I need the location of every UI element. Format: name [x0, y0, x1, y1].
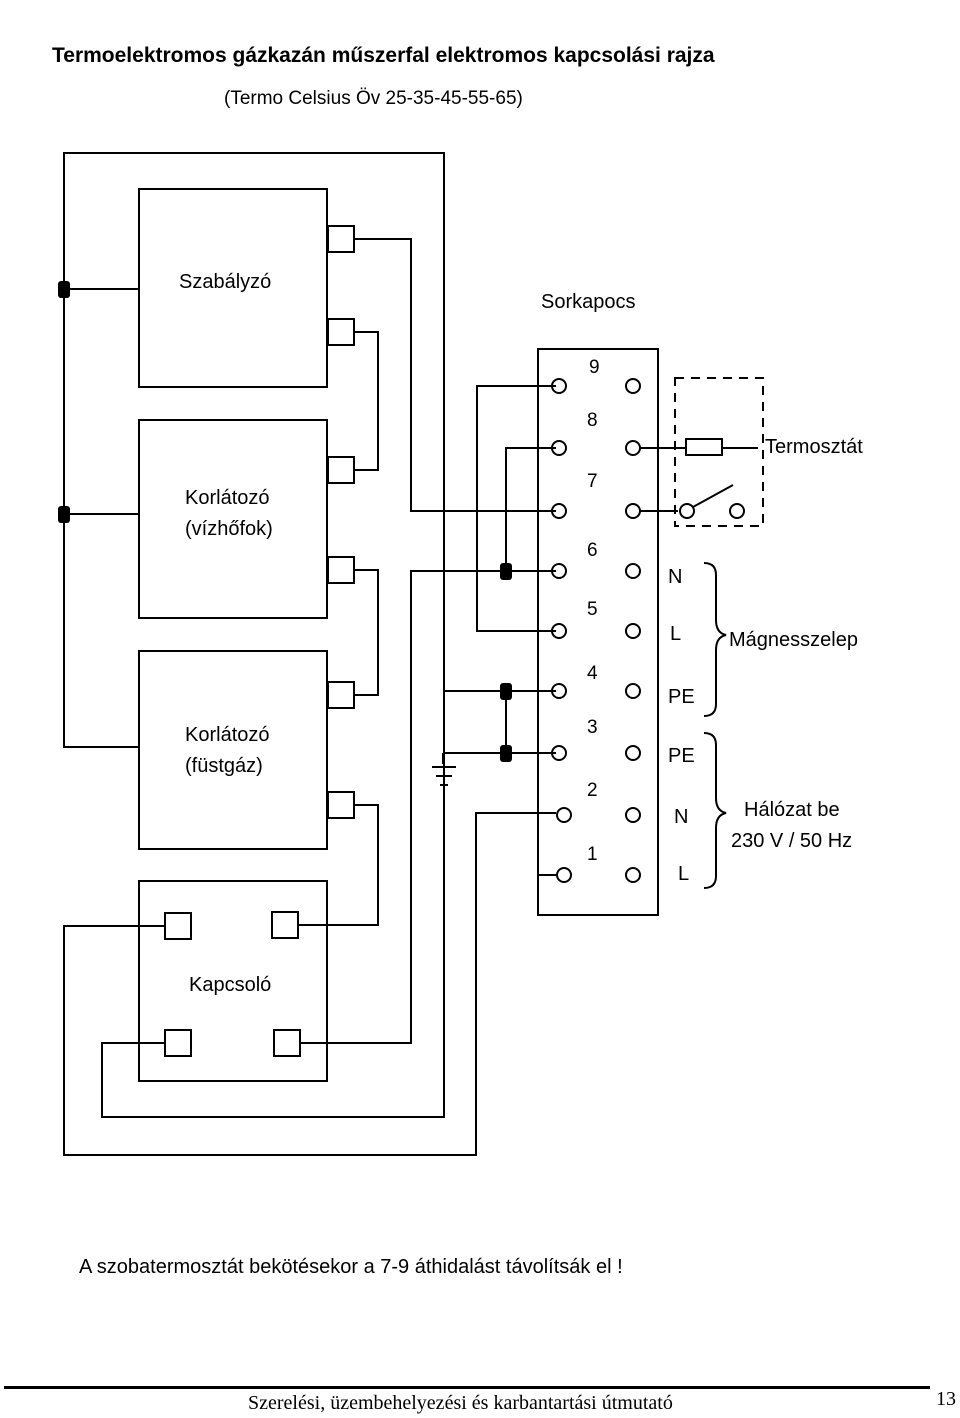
magnesszelep-brace [703, 562, 727, 717]
fustgaz-connector-1 [327, 681, 355, 709]
wiring-diagram: Termoelektromos gázkazán műszerfal elekt… [52, 44, 863, 1278]
terminal-number-7: 7 [587, 471, 598, 492]
szabalyzo-label: Szabályzó [179, 271, 271, 293]
halozat-brace [703, 732, 727, 889]
terminal-number-9: 9 [589, 357, 600, 378]
diagram-title: Termoelektromos gázkazán műszerfal elekt… [52, 44, 715, 67]
korlatozo-fustgaz-label-1: Korlátozó [185, 724, 270, 746]
szabalyzo-connector-2 [327, 318, 355, 346]
halozat-letter-n: N [674, 806, 688, 828]
kapcsolo-connector-tl [164, 912, 192, 940]
korlatozo-fustgaz-label-2: (füstgáz) [185, 755, 263, 777]
sorkapocs-label: Sorkapocs [541, 291, 636, 313]
halozat-letter-pe: PE [668, 745, 695, 767]
terminal-number-6: 6 [587, 540, 598, 561]
kapcsolo-connector-br [273, 1029, 301, 1057]
korlatozo-fustgaz-box [138, 650, 328, 850]
wires [63, 152, 758, 1156]
kapcsolo-connector-bl [164, 1029, 192, 1057]
footer-text: Szerelési, üzembehelyezési és karbantart… [248, 1392, 673, 1414]
magnes-letter-l: L [670, 623, 681, 645]
junction-dots [58, 281, 512, 762]
kapcsolo-label: Kapcsoló [189, 974, 271, 996]
switch-lever [692, 484, 734, 508]
terminal-circles [551, 378, 641, 883]
page-footer: Szerelési, üzembehelyezési és karbantart… [0, 1384, 960, 1418]
magnesszelep-label: Mágnesszelep [729, 629, 858, 651]
korlatozo-vizhofok-box [138, 419, 328, 619]
magnes-letter-pe: PE [668, 686, 695, 708]
terminal-numbers: 9 8 7 6 5 4 3 2 1 [587, 357, 600, 865]
switch-contact-left [679, 503, 695, 519]
terminal-number-2: 2 [587, 780, 598, 801]
switch-contact-right [729, 503, 745, 519]
szabalyzo-connector-1 [327, 225, 355, 253]
terminal-number-3: 3 [587, 717, 598, 738]
halozat-label-1: Hálózat be [744, 799, 840, 821]
termosztat-resistor [685, 438, 723, 456]
diagram-subtitle: (Termo Celsius Öv 25-35-45-55-65) [224, 88, 523, 109]
kapcsolo-box [138, 880, 328, 1082]
terminal-number-8: 8 [587, 410, 598, 431]
bridge-removal-note: A szobatermosztát bekötésekor a 7-9 áthi… [79, 1256, 623, 1278]
vizhofok-connector-1 [327, 456, 355, 484]
termosztat-dashed-box [674, 377, 764, 527]
fustgaz-connector-2 [327, 791, 355, 819]
vizhofok-connector-2 [327, 556, 355, 584]
page-number: 13 [936, 1388, 956, 1410]
korlatozo-vizhofok-label-2: (vízhőfok) [185, 518, 273, 540]
terminal-number-5: 5 [587, 599, 598, 620]
terminal-number-4: 4 [587, 663, 598, 684]
magnes-letter-n: N [668, 566, 682, 588]
termosztat-label: Termosztát [765, 436, 863, 458]
footer-rule [4, 1386, 930, 1389]
halozat-letter-l: L [678, 863, 689, 885]
korlatozo-vizhofok-label-1: Korlátozó [185, 487, 270, 509]
halozat-label-2: 230 V / 50 Hz [731, 830, 852, 852]
kapcsolo-connector-tr [271, 911, 299, 939]
terminal-number-1: 1 [587, 844, 598, 865]
